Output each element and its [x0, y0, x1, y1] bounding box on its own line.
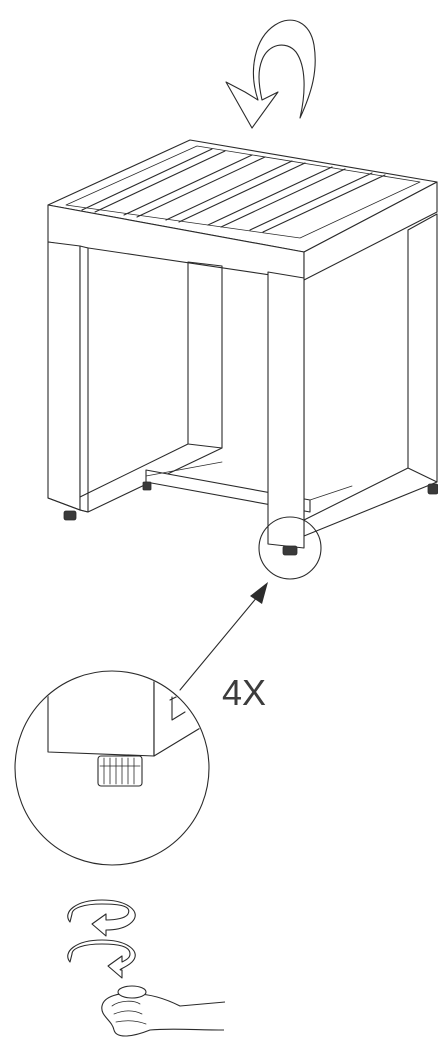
base-crossbar — [142, 461, 353, 513]
quantity-label: 4X — [222, 672, 266, 713]
right-leg-frame — [303, 213, 438, 537]
rotate-clockwise-icon-second — [67, 939, 136, 979]
side-table-illustration — [47, 139, 438, 580]
foot-detail-marker — [258, 516, 322, 580]
flip-over-arrow-icon — [225, 19, 316, 129]
front-leg — [267, 271, 305, 556]
hand-tighten-icon — [101, 985, 226, 1037]
rotate-clockwise-icon — [67, 899, 136, 937]
table-slats — [81, 148, 386, 233]
left-leg-frame — [47, 241, 223, 521]
enlarged-foot-detail — [14, 670, 210, 866]
callout-arrow — [179, 582, 268, 691]
adjustable-foot-icon — [97, 755, 143, 787]
